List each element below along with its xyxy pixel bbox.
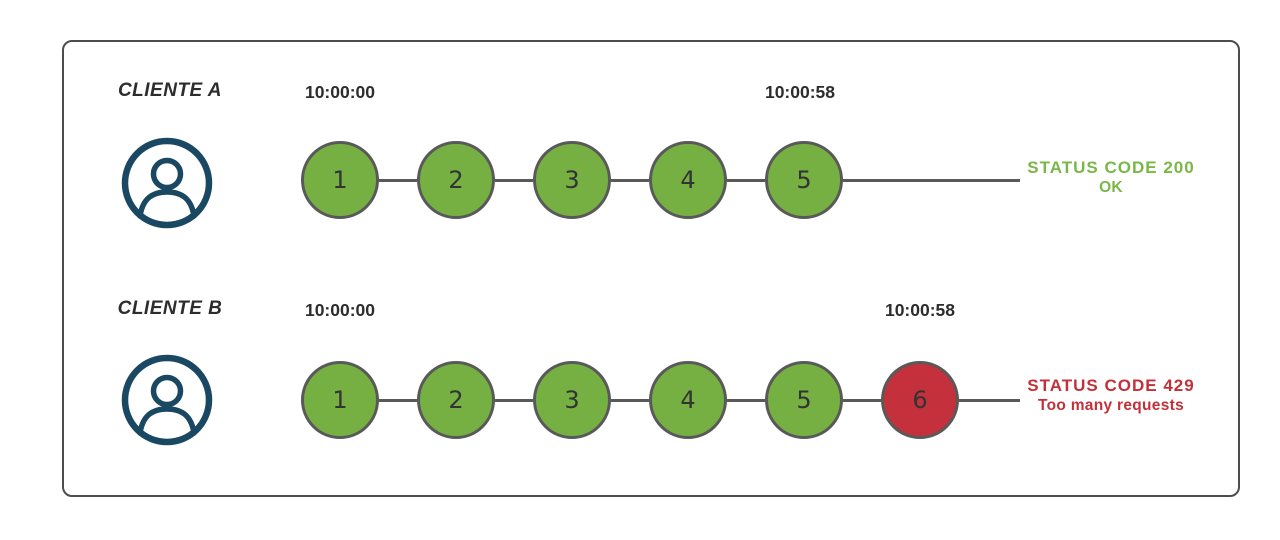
timestamp-start: 10:00:00 bbox=[304, 300, 376, 320]
timestamp-end: 10:00:58 bbox=[884, 300, 956, 320]
request-circle-2: 2 bbox=[417, 361, 495, 439]
request-circle-1: 1 bbox=[301, 141, 379, 219]
request-circle-2: 2 bbox=[417, 141, 495, 219]
timeline-line bbox=[959, 398, 1020, 402]
status-code: STATUS CODE 200 bbox=[1027, 158, 1195, 177]
status-message: OK bbox=[1099, 179, 1123, 197]
connector-line bbox=[611, 398, 649, 402]
user-avatar-icon bbox=[119, 352, 215, 448]
request-circle-3: 3 bbox=[533, 141, 611, 219]
connector-line bbox=[495, 398, 533, 402]
user-avatar-icon bbox=[119, 135, 215, 231]
status-code: STATUS CODE 429 bbox=[1027, 376, 1195, 395]
diagram-frame bbox=[62, 40, 1240, 497]
connector-line bbox=[379, 398, 417, 402]
timestamp-start: 10:00:00 bbox=[304, 82, 376, 102]
request-circle-3: 3 bbox=[533, 361, 611, 439]
status-text: STATUS CODE 200 OK bbox=[1026, 157, 1196, 198]
request-circle-4: 4 bbox=[649, 141, 727, 219]
connector-line bbox=[727, 398, 765, 402]
client-label: CLIENTE A bbox=[117, 80, 223, 101]
timeline-line bbox=[843, 178, 1020, 182]
timestamp-end: 10:00:58 bbox=[764, 82, 836, 102]
connector-line bbox=[843, 398, 881, 402]
client-label: CLIENTE B bbox=[117, 298, 223, 319]
connector-line bbox=[495, 178, 533, 182]
request-circle-1: 1 bbox=[301, 361, 379, 439]
status-text: STATUS CODE 429 Too many requests bbox=[1026, 375, 1196, 416]
request-circle-5: 5 bbox=[765, 141, 843, 219]
request-circle-5: 5 bbox=[765, 361, 843, 439]
connector-line bbox=[727, 178, 765, 182]
connector-line bbox=[611, 178, 649, 182]
connector-line bbox=[379, 178, 417, 182]
request-circle-6: 6 bbox=[881, 361, 959, 439]
request-circle-4: 4 bbox=[649, 361, 727, 439]
status-message: Too many requests bbox=[1037, 397, 1185, 415]
